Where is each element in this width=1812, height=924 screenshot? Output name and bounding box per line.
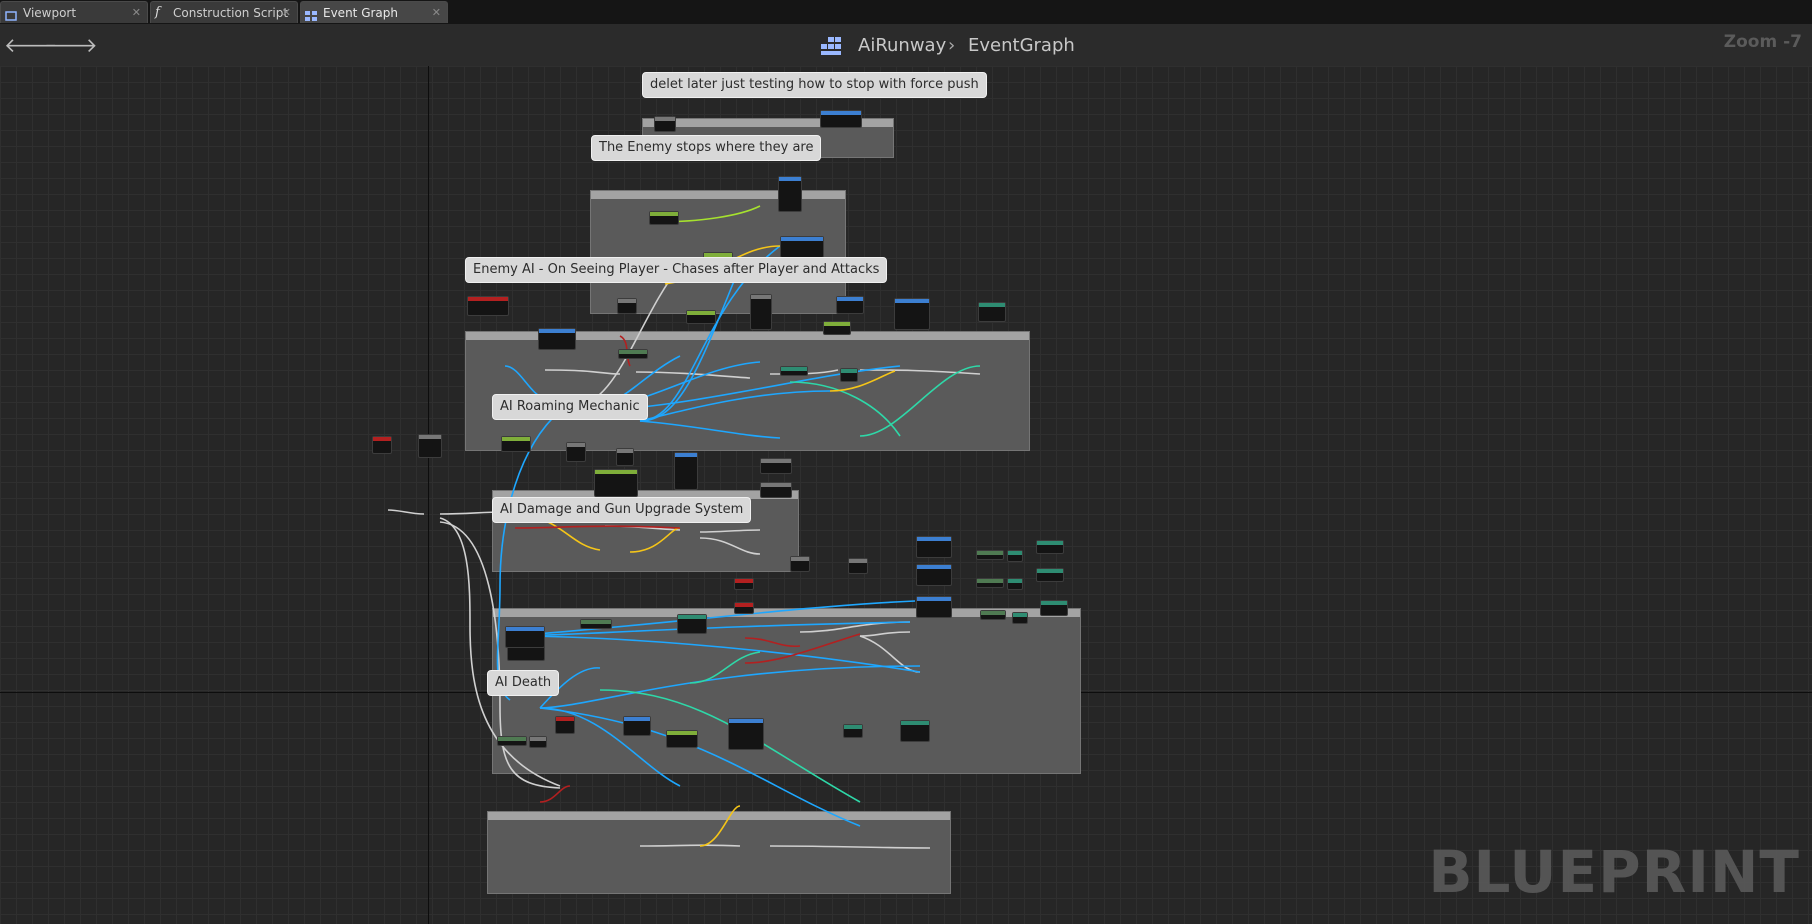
float-node[interactable] (497, 736, 527, 746)
branch-node[interactable] (529, 736, 547, 748)
branch-node[interactable] (617, 298, 637, 314)
comment-bubble[interactable]: delet later just testing how to stop wit… (642, 72, 987, 98)
function-node[interactable] (750, 294, 772, 330)
branch-node[interactable] (616, 448, 634, 466)
function-node[interactable] (760, 482, 792, 498)
function-node[interactable] (916, 536, 952, 558)
float-node[interactable] (501, 436, 531, 452)
vector-node[interactable] (686, 310, 716, 324)
graph-icon (305, 7, 317, 21)
comment-bubble[interactable]: AI Damage and Gun Upgrade System (492, 497, 752, 523)
function-node[interactable] (505, 626, 545, 648)
back-arrow-icon[interactable]: 🡐 (4, 33, 58, 57)
struct-node[interactable] (1007, 550, 1023, 562)
blueprint-watermark: BLUEPRINT (1428, 838, 1800, 906)
close-icon[interactable]: ✕ (281, 6, 291, 19)
origin-axis-vertical (428, 66, 429, 924)
struct-node[interactable] (843, 724, 863, 738)
branch-node[interactable] (555, 716, 575, 734)
tab-bar: Viewport ✕ f Construction Script ✕ Event… (0, 0, 1812, 24)
struct-node[interactable] (840, 368, 858, 382)
float-node[interactable] (649, 211, 679, 225)
function-node[interactable] (538, 328, 576, 350)
function-node[interactable] (894, 298, 930, 330)
event-node[interactable] (467, 296, 509, 316)
function-node[interactable] (820, 110, 862, 128)
struct-node[interactable] (780, 366, 808, 376)
viewport-icon (5, 7, 17, 21)
breadcrumb-separator: › (948, 35, 956, 56)
vector-node[interactable] (666, 730, 698, 748)
function-node[interactable] (760, 458, 792, 474)
function-icon: f (155, 5, 160, 20)
comment-bubble[interactable]: The Enemy stops where they are (591, 135, 822, 161)
tab-construction-script[interactable]: f Construction Script ✕ (150, 1, 298, 23)
close-icon[interactable]: ✕ (431, 6, 441, 19)
struct-node[interactable] (677, 614, 707, 634)
branch-node[interactable] (848, 558, 868, 574)
struct-node[interactable] (900, 720, 930, 742)
sequence-node[interactable] (418, 434, 442, 458)
function-node[interactable] (778, 176, 802, 212)
function-node[interactable] (916, 596, 952, 618)
vector-node[interactable] (594, 469, 638, 497)
comment-bubble[interactable]: AI Death (487, 670, 560, 696)
comment-box-enemy-ai-chase[interactable] (465, 331, 1030, 451)
zoom-level: Zoom -7 (1723, 32, 1802, 52)
blueprint-graph-icon (820, 36, 842, 63)
tab-label: Construction Script (173, 6, 289, 20)
function-node[interactable] (674, 452, 698, 490)
branch-node[interactable] (790, 556, 810, 572)
graph-toolbar: 🡐 🡒 AiRunway › EventGraph (0, 24, 1812, 67)
struct-node[interactable] (1040, 600, 1068, 616)
tab-viewport[interactable]: Viewport ✕ (0, 1, 148, 23)
struct-node[interactable] (1036, 540, 1064, 554)
comment-bubble[interactable]: AI Roaming Mechanic (492, 394, 648, 420)
close-icon[interactable]: ✕ (131, 6, 141, 19)
tab-label: Viewport (23, 6, 77, 20)
function-node[interactable] (916, 564, 952, 586)
float-node[interactable] (618, 349, 648, 359)
branch-node[interactable] (566, 442, 586, 462)
struct-node[interactable] (1012, 612, 1028, 624)
branch-node[interactable] (654, 116, 676, 132)
forward-arrow-icon[interactable]: 🡒 (44, 33, 98, 57)
compare-node[interactable] (734, 602, 754, 614)
float-node[interactable] (580, 619, 612, 629)
tab-event-graph[interactable]: Event Graph ✕ (300, 1, 448, 23)
event-node[interactable] (372, 436, 392, 454)
function-node[interactable] (728, 718, 764, 750)
float-node[interactable] (980, 610, 1006, 620)
float-node[interactable] (976, 578, 1004, 588)
compare-node[interactable] (734, 578, 754, 590)
comment-bubble[interactable]: Enemy AI - On Seeing Player - Chases aft… (465, 257, 888, 283)
function-node[interactable] (623, 716, 651, 736)
function-node[interactable] (780, 236, 824, 258)
struct-node[interactable] (978, 302, 1006, 322)
graph-wires (387, 205, 981, 849)
comment-box-ai-damage[interactable] (492, 608, 1081, 774)
comment-box-ai-death[interactable] (487, 811, 951, 894)
struct-node[interactable] (1036, 568, 1064, 582)
float-node[interactable] (976, 550, 1004, 560)
graph-canvas[interactable]: delet later just testing how to stop wit… (0, 66, 1812, 924)
breadcrumb-blueprint[interactable]: AiRunway (858, 35, 947, 56)
vector-node[interactable] (823, 321, 851, 335)
tab-label: Event Graph (323, 6, 398, 20)
struct-node[interactable] (1007, 578, 1023, 590)
breadcrumb-graph[interactable]: EventGraph (968, 35, 1075, 56)
function-node[interactable] (836, 296, 864, 314)
